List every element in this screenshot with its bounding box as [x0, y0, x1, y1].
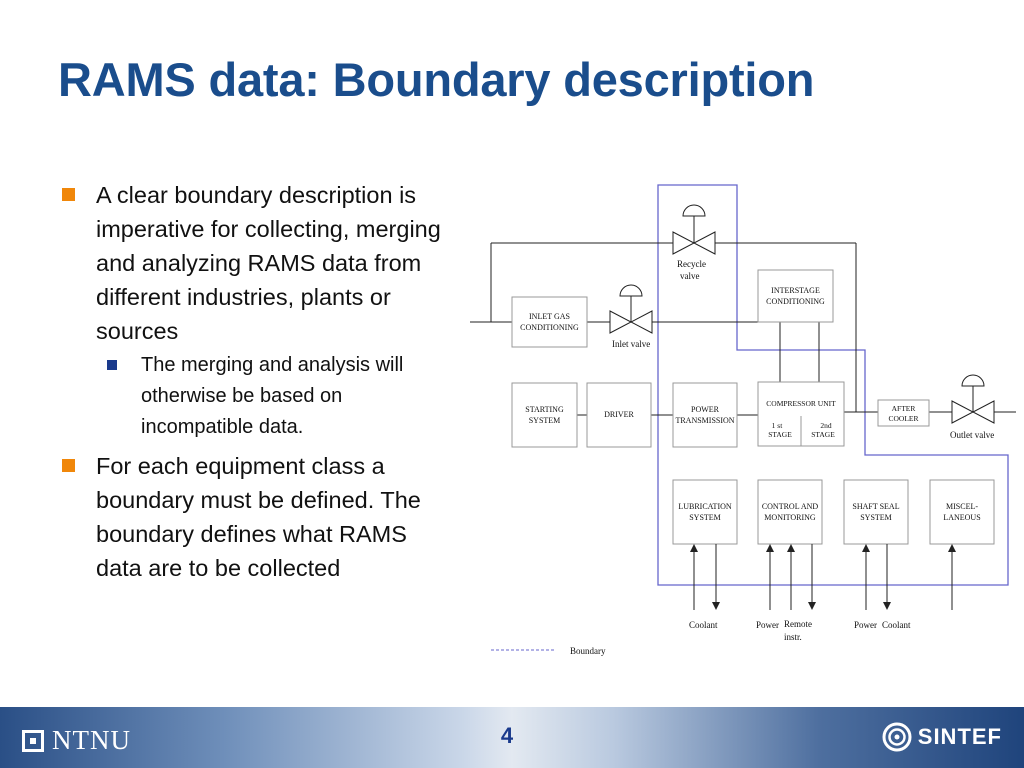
stage2-label-1: 2nd [820, 421, 832, 430]
after-cooler-box [877, 399, 930, 427]
power-transmission-box [672, 382, 738, 448]
boundary-outline [657, 184, 1009, 586]
starting-system-box [511, 382, 578, 448]
boundary-legend-label: Boundary [570, 646, 606, 656]
recycle-valve-label-1: Recycle [677, 259, 706, 269]
compressor-unit-label: COMPRESSOR UNIT [766, 399, 836, 408]
bullet-item: A clear boundary description is imperati… [62, 178, 457, 348]
interstage-conditioning-label-2: CONDITIONING [766, 297, 825, 306]
sub-bullet-square-icon [107, 360, 117, 370]
arrow-down-icon [712, 602, 720, 610]
bullet-list: A clear boundary description is imperati… [62, 178, 457, 589]
inlet-gas-conditioning-label-1: INLET GAS [529, 312, 570, 321]
ntnu-logo-text: NTNU [52, 725, 131, 755]
inlet-valve-label: Inlet valve [612, 339, 650, 349]
outlet-valve-icon [951, 374, 995, 424]
lubrication-system-label-1: LUBRICATION [678, 502, 732, 511]
power-label-1: Power [756, 620, 779, 630]
miscellaneous-box [929, 479, 995, 545]
sub-bullet-text: The merging and analysis will otherwise … [141, 354, 404, 438]
sintef-logo: SINTEF [882, 722, 1002, 752]
remote-instr-label-2: instr. [784, 632, 802, 642]
shaft-seal-system-box [843, 479, 909, 545]
inlet-gas-conditioning-box [511, 296, 588, 348]
stage2-label-2: STAGE [811, 430, 835, 439]
slide-title: RAMS data: Boundary description [58, 53, 815, 106]
control-and-monitoring-label-1: CONTROL AND [762, 502, 819, 511]
ntnu-logo: NTNU [22, 725, 131, 756]
sub-bullet-item: The merging and analysis will otherwise … [107, 350, 457, 443]
power-transmission-label-2: TRANSMISSION [675, 416, 734, 425]
arrow-down-icon [883, 602, 891, 610]
starting-system-label-2: SYSTEM [529, 416, 561, 425]
control-and-monitoring-box [757, 479, 823, 545]
lubrication-system-label-2: SYSTEM [689, 513, 721, 522]
stage1-label-2: STAGE [768, 430, 792, 439]
shaft-seal-system-label-1: SHAFT SEAL [852, 502, 899, 511]
driver-label: DRIVER [604, 410, 634, 419]
sintef-logo-icon [882, 722, 912, 752]
after-cooler-label-2: COOLER [889, 414, 919, 423]
bullet-item: For each equipment class a boundary must… [62, 449, 457, 585]
lubrication-system-box [672, 479, 738, 545]
outlet-valve-label: Outlet valve [950, 430, 994, 440]
recycle-valve-icon [672, 204, 716, 255]
footer-bar: NTNU 4 SINTEF [0, 707, 1024, 768]
power-label-2: Power [854, 620, 877, 630]
sintef-logo-text: SINTEF [917, 724, 1002, 749]
bullet-square-icon [62, 188, 75, 201]
coolant-label-2: Coolant [882, 620, 911, 630]
interstage-conditioning-label-1: INTERSTAGE [771, 286, 820, 295]
page-number: 4 [500, 723, 514, 748]
control-and-monitoring-label-2: MONITORING [764, 513, 816, 522]
arrow-up-icon [862, 544, 870, 552]
inlet-gas-conditioning-label-2: CONDITIONING [520, 323, 579, 332]
arrow-up-icon [766, 544, 774, 552]
power-transmission-label-1: POWER [691, 405, 720, 414]
after-cooler-label-1: AFTER [892, 404, 916, 413]
bullet-text: A clear boundary description is imperati… [96, 182, 441, 344]
coolant-label-1: Coolant [689, 620, 718, 630]
ntnu-logo-icon [22, 729, 44, 752]
boundary-diagram: INLET GAS CONDITIONING INTERSTAGE CONDIT… [470, 184, 1016, 656]
interstage-conditioning-box [757, 269, 834, 323]
miscellaneous-label-1: MISCEL- [946, 502, 978, 511]
bullet-square-icon [62, 459, 75, 472]
bullet-text: For each equipment class a boundary must… [96, 453, 421, 581]
starting-system-label-1: STARTING [525, 405, 564, 414]
remote-instr-label-1: Remote [784, 619, 812, 629]
arrow-up-icon [948, 544, 956, 552]
arrow-down-icon [808, 602, 816, 610]
miscellaneous-label-2: LANEOUS [943, 513, 980, 522]
arrow-up-icon [787, 544, 795, 552]
stage1-label-1: 1 st [772, 421, 784, 430]
arrow-up-icon [690, 544, 698, 552]
shaft-seal-system-label-2: SYSTEM [860, 513, 892, 522]
driver-box [586, 382, 652, 448]
recycle-valve-label-2: valve [680, 271, 700, 281]
inlet-valve-icon [609, 284, 653, 334]
